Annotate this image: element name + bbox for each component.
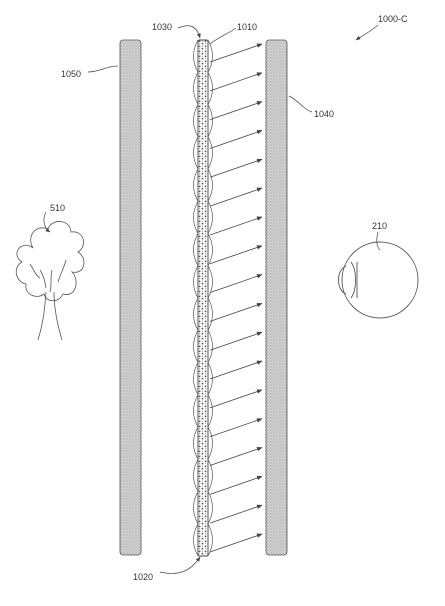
- leader-lines: [43, 24, 381, 574]
- outcoupled-ray: [209, 216, 263, 236]
- label-1000-c: 1000-C: [378, 14, 408, 24]
- outcoupled-ray: [209, 302, 263, 322]
- waveguide-1010: [197, 39, 209, 557]
- label-1040: 1040: [314, 109, 334, 119]
- right-panel-1040: [265, 39, 288, 556]
- eye-210: [338, 241, 419, 319]
- outcoupled-ray: [209, 274, 263, 293]
- outcoupled-rays: [209, 43, 263, 553]
- outcoupled-ray: [209, 43, 263, 63]
- label-510: 510: [50, 203, 65, 213]
- outcoupled-ray: [209, 475, 263, 495]
- outcoupled-ray: [209, 72, 263, 92]
- label-1020: 1020: [133, 572, 153, 582]
- outcoupled-ray: [209, 158, 263, 178]
- outcoupled-ray: [209, 389, 263, 409]
- label-1030: 1030: [152, 22, 172, 32]
- label-1010: 1010: [237, 22, 257, 32]
- outcoupled-ray: [209, 187, 263, 207]
- outcoupled-ray: [209, 418, 263, 438]
- label-1050: 1050: [61, 69, 81, 79]
- outcoupled-ray: [209, 504, 263, 524]
- outcoupled-ray: [209, 130, 263, 149]
- left-panel-1050: [119, 39, 142, 556]
- outcoupled-ray: [209, 447, 263, 466]
- outcoupled-ray: [209, 360, 263, 380]
- outcoupled-ray: [209, 101, 263, 121]
- outcoupled-ray: [209, 245, 263, 265]
- outcoupled-ray: [209, 533, 263, 553]
- tree-510: [15, 221, 85, 341]
- outcoupled-ray: [209, 331, 263, 351]
- label-210: 210: [372, 221, 387, 231]
